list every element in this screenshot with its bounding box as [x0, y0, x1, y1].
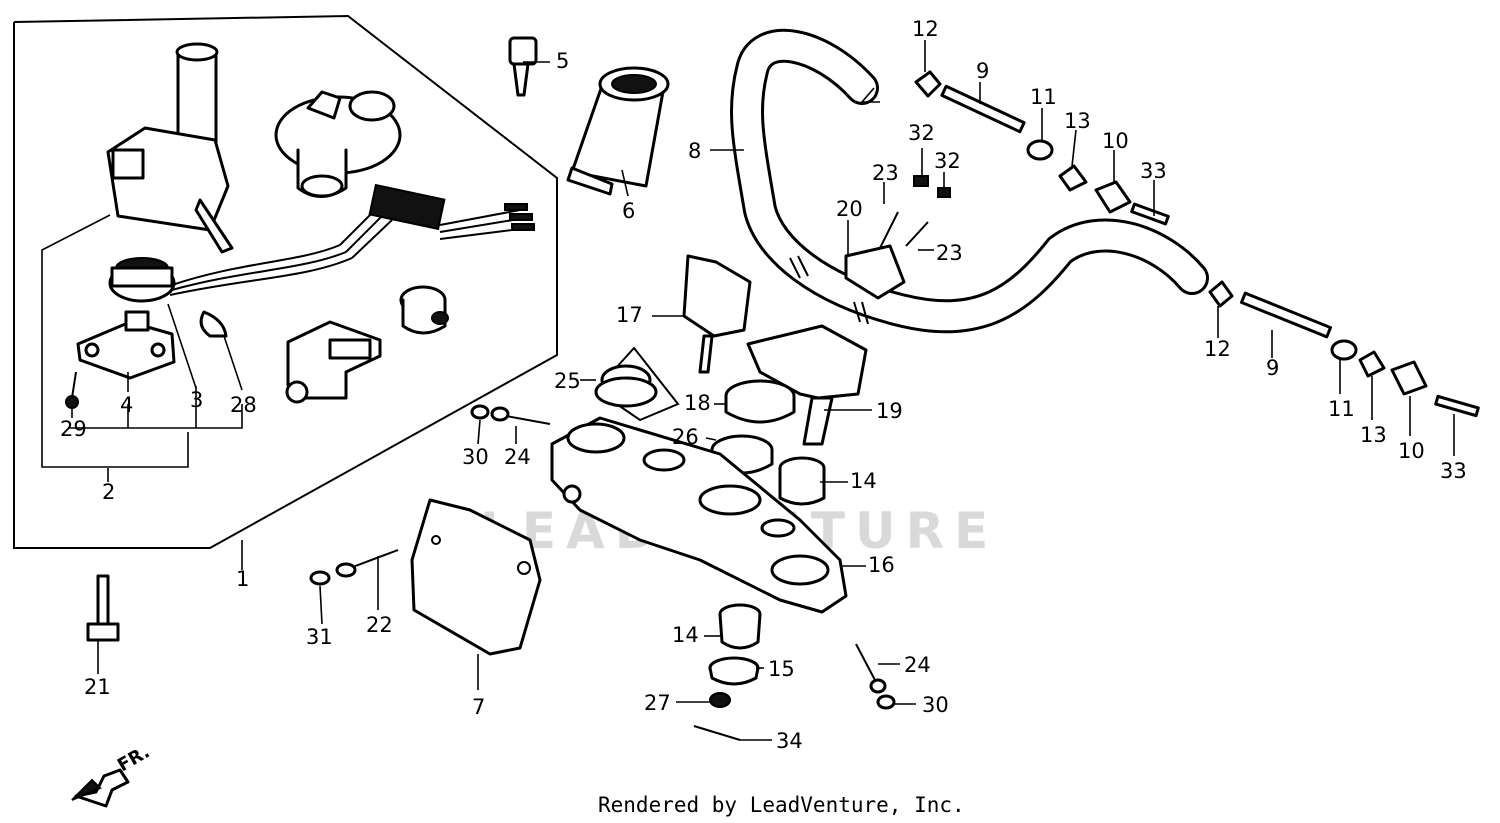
washer-31 [309, 570, 331, 586]
callout-32-upper: 32 [908, 121, 935, 145]
credit-text: Rendered by LeadVenture, Inc. [598, 793, 965, 817]
bolt-21 [86, 574, 120, 642]
callout-9-lower: 9 [1266, 356, 1279, 380]
nut-27 [709, 692, 731, 708]
bar-end-assembly-upper [914, 70, 1170, 226]
handlebar-holder-17 [682, 254, 752, 374]
callout-23-lower: 23 [936, 241, 963, 265]
lock-cylinder [274, 90, 402, 198]
callout-6: 6 [622, 199, 635, 223]
top-bridge [550, 416, 848, 614]
front-direction-indicator: FR. [71, 741, 153, 808]
callout-22: 22 [366, 613, 393, 637]
callout-28: 28 [230, 393, 257, 417]
callout-3: 3 [190, 388, 203, 412]
callout-18: 18 [684, 391, 711, 415]
switch-contact-base [108, 257, 176, 303]
callout-29: 29 [60, 417, 87, 441]
callout-14-lower: 14 [672, 623, 699, 647]
lock-bracket [285, 320, 382, 404]
washer-15 [708, 656, 760, 686]
callout-24-upper: 24 [504, 445, 531, 469]
leader-lines [68, 40, 1455, 741]
callout-8: 8 [688, 139, 701, 163]
callout-5: 5 [556, 49, 569, 73]
callout-26: 26 [672, 425, 699, 449]
cushion-25 [594, 346, 680, 422]
callout-33-upper: 33 [1140, 159, 1167, 183]
callout-27: 27 [644, 691, 671, 715]
callout-11-upper: 11 [1030, 85, 1057, 109]
clip-28 [199, 310, 228, 338]
switch-base-plate [76, 310, 176, 380]
callout-32-lower: 32 [934, 149, 961, 173]
bar-end-assembly-lower [1208, 280, 1480, 418]
callout-34: 34 [776, 729, 803, 753]
callout-10-upper: 10 [1102, 129, 1129, 153]
bushing-14-upper [778, 456, 826, 506]
callout-7: 7 [472, 695, 485, 719]
callout-33-lower: 33 [1440, 459, 1467, 483]
lock-cylinder-small [399, 285, 449, 335]
bolt-24-lower [855, 643, 887, 694]
callout-14-upper: 14 [850, 469, 877, 493]
callout-4: 4 [120, 393, 133, 417]
callout-13-lower: 13 [1360, 423, 1387, 447]
callout-30-upper: 30 [462, 445, 489, 469]
callout-23-upper: 23 [872, 161, 899, 185]
callout-21: 21 [84, 675, 111, 699]
callout-12-lower: 12 [1204, 337, 1231, 361]
bolt-22 [335, 549, 399, 578]
callout-labels: 1 2 3 4 5 6 7 8 9 9 10 10 11 11 12 12 13… [60, 17, 1467, 753]
callout-16: 16 [868, 553, 895, 577]
bolt-24-upper [490, 406, 551, 425]
callout-15: 15 [768, 657, 795, 681]
callout-24-lower: 24 [904, 653, 931, 677]
callout-13-upper: 13 [1064, 109, 1091, 133]
handlebar [729, 28, 1209, 334]
callout-17: 17 [616, 303, 643, 327]
callout-2: 2 [102, 480, 115, 504]
washer-30-lower [876, 694, 896, 710]
callout-25: 25 [554, 369, 581, 393]
callout-31: 31 [306, 625, 333, 649]
cover-7 [410, 498, 542, 656]
ignition-switch [106, 42, 234, 254]
callout-1: 1 [236, 567, 249, 591]
callout-19: 19 [876, 399, 903, 423]
cotter-pin-34 [693, 725, 741, 741]
wire-harness [169, 183, 535, 296]
callout-9-upper: 9 [976, 59, 989, 83]
washer-30-upper [470, 404, 490, 420]
callout-20: 20 [836, 197, 863, 221]
screw-29 [65, 371, 79, 409]
cushion-18 [724, 379, 796, 424]
callout-12-upper: 12 [912, 17, 939, 41]
callout-11-lower: 11 [1328, 397, 1355, 421]
bushing-14-lower [718, 603, 762, 650]
key [508, 36, 538, 97]
callout-10-lower: 10 [1398, 439, 1425, 463]
ignition-cover [566, 66, 670, 196]
handlebar-holder-upper [844, 175, 951, 300]
ignition-switch-assembly-box [13, 14, 558, 549]
callout-30-lower: 30 [922, 693, 949, 717]
